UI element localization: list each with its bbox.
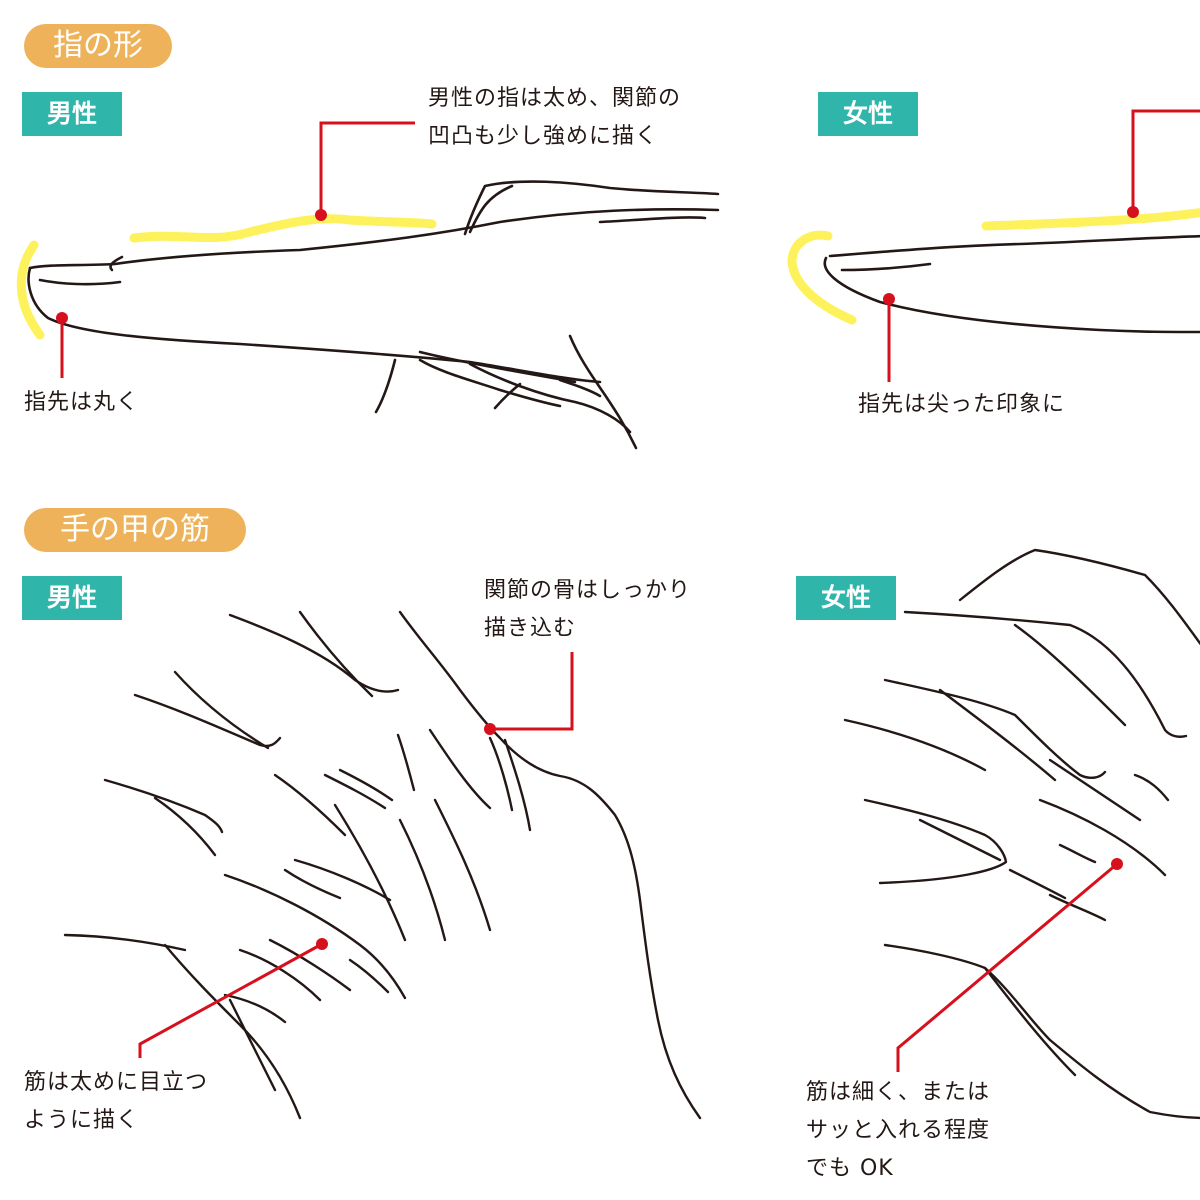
note-line: 男性の指は太め、関節の: [428, 86, 682, 111]
note-line: サッと入れる程度: [806, 1118, 991, 1143]
tag-male-finger: 男性: [22, 92, 122, 136]
note-male-finger-joints: 男性の指は太め、関節の 凹凸も少し強めに描く: [428, 80, 681, 156]
leader-lines: [60, 109, 1200, 1072]
note-female-fingertip: 指先は尖った印象に: [858, 386, 1065, 424]
female-finger-drawing: [823, 234, 1200, 334]
note-line: 関節の骨はしっかり: [484, 578, 692, 603]
note-line: でも OK: [806, 1156, 894, 1181]
tag-female-finger: 女性: [818, 92, 918, 136]
section-heading-finger-shape: 指の形: [24, 24, 172, 68]
dot-male-fingertip: [56, 312, 68, 324]
dot-female-fingertip: [883, 293, 895, 305]
tag-female-hand: 女性: [796, 576, 896, 620]
note-line: 描き込む: [484, 616, 577, 641]
note-line: 指先は丸く: [24, 390, 140, 415]
leader-female-tendons: [896, 862, 1118, 1072]
dot-female-side: [1127, 206, 1139, 218]
leader-male-tendons: [138, 942, 323, 1058]
leader-knuckle-bone: [490, 652, 574, 731]
male-finger-drawing: [27, 180, 720, 450]
dot-knuckle-bone: [484, 723, 496, 735]
note-line: 凹凸も少し強めに描く: [428, 124, 659, 149]
note-male-fingertip: 指先は丸く: [24, 384, 139, 422]
note-line: 筋は太めに目立つ: [24, 1070, 209, 1095]
dot-female-tendons: [1111, 858, 1123, 870]
dot-male-tendons: [316, 938, 328, 950]
note-line: 筋は細く、または: [806, 1080, 991, 1105]
male-finger-highlights: [16, 214, 437, 340]
female-finger-highlights: [787, 208, 1200, 325]
dot-male-joints: [315, 209, 327, 221]
note-female-tendons: 筋は細く、または サッと入れる程度 でも OK: [806, 1074, 990, 1188]
male-hand-drawing: [63, 610, 702, 1120]
note-knuckle-bone: 関節の骨はしっかり 描き込む: [484, 572, 691, 648]
leader-dots: [56, 206, 1139, 950]
leader-male-joints: [319, 121, 415, 215]
note-line: 指先は尖った印象に: [858, 392, 1066, 417]
leader-female-side: [1131, 109, 1200, 212]
tag-male-hand: 男性: [22, 576, 122, 620]
note-male-tendons: 筋は太めに目立つ ように描く: [24, 1064, 208, 1140]
section-heading-back-of-hand-tendons: 手の甲の筋: [24, 508, 246, 552]
female-hand-drawing: [843, 548, 1200, 1120]
note-line: ように描く: [24, 1108, 140, 1133]
